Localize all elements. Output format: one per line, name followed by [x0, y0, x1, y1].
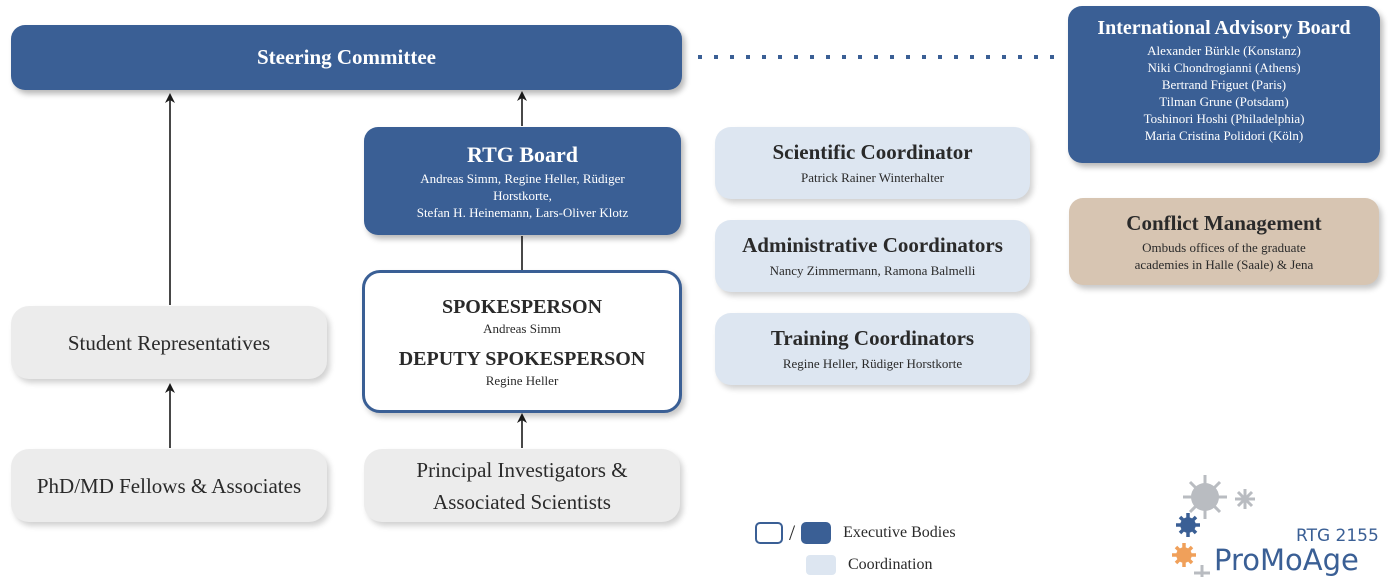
legend-slash: /: [789, 520, 796, 545]
legend-executive-label: Executive Bodies: [843, 524, 956, 541]
logo-small-grey-star-icon: [1235, 489, 1255, 509]
rtg-board-members-line2: Horstkorte,: [493, 187, 552, 203]
spokesperson-name: Andreas Simm: [483, 320, 561, 336]
student-representatives-box: Student Representatives: [11, 306, 327, 379]
advisory-member: Tilman Grune (Potsdam): [1159, 94, 1289, 109]
rtg-board-members-line1: Andreas Simm, Regine Heller, Rüdiger: [420, 170, 625, 186]
logo-grey-bottom-star-icon: [1194, 565, 1210, 577]
investigators-line1: Principal Investigators &: [416, 457, 628, 482]
administrative-coordinators-title: Administrative Coordinators: [742, 233, 1003, 257]
investigators-box: Principal Investigators & Associated Sci…: [364, 449, 680, 522]
advisory-member: Bertrand Friguet (Paris): [1161, 77, 1287, 92]
promoage-logo-graphic: [1172, 475, 1255, 577]
spokesperson-box: SPOKESPERSON Andreas Simm DEPUTY SPOKESP…: [362, 270, 682, 413]
legend-coordination-label: Coordination: [848, 556, 933, 573]
conflict-management-line1: Ombuds offices of the graduate: [1142, 239, 1306, 255]
steering-committee-box: Steering Committee: [11, 25, 682, 90]
deputy-spokesperson-title: DEPUTY SPOKESPERSON: [398, 347, 646, 370]
investigators-line2: Associated Scientists: [433, 489, 611, 514]
advisory-member: Toshinori Hoshi (Philadelphia): [1143, 111, 1305, 126]
advisory-board-box: International Advisory Board Alexander B…: [1068, 6, 1380, 163]
rtg-board-box: RTG Board Andreas Simm, Regine Heller, R…: [364, 127, 681, 235]
advisory-board-title: International Advisory Board: [1097, 17, 1351, 39]
administrative-coordinators-box: Administrative Coordinators Nancy Zimmer…: [715, 220, 1030, 292]
legend-swatch-dark: [801, 522, 832, 544]
deputy-spokesperson-name: Regine Heller: [485, 372, 559, 388]
logo-rtg-number: RTG 2155: [1296, 526, 1379, 546]
logo-promoage-name: ProMoAge: [1214, 543, 1359, 577]
logo-orange-star-icon: [1172, 543, 1196, 567]
training-coordinators-title: Training Coordinators: [770, 326, 975, 350]
logo-grey-star-icon: [1183, 475, 1227, 519]
advisory-member: Alexander Bürkle (Konstanz): [1147, 43, 1301, 58]
legend-swatch-outlined: [755, 522, 783, 544]
rtg-board-members-line3: Stefan H. Heinemann, Lars-Oliver Klotz: [416, 204, 629, 220]
administrative-coordinators-names: Nancy Zimmermann, Ramona Balmelli: [769, 263, 976, 278]
training-coordinators-names: Regine Heller, Rüdiger Horstkorte: [782, 356, 963, 371]
fellows-label: PhD/MD Fellows & Associates: [36, 473, 302, 498]
student-representatives-label: Student Representatives: [67, 330, 271, 355]
spokesperson-title: SPOKESPERSON: [441, 295, 603, 318]
steering-committee-title: Steering Committee: [256, 45, 436, 69]
fellows-box: PhD/MD Fellows & Associates: [11, 449, 327, 522]
legend-executive: / Executive Bodies: [755, 520, 956, 546]
scientific-coordinator-title: Scientific Coordinator: [772, 140, 973, 164]
advisory-member: Niki Chondrogianni (Athens): [1147, 60, 1301, 75]
scientific-coordinator-names: Patrick Rainer Winterhalter: [801, 170, 944, 185]
training-coordinators-box: Training Coordinators Regine Heller, Rüd…: [715, 313, 1030, 385]
rtg-board-title: RTG Board: [466, 141, 579, 167]
legend-swatch-light: [806, 555, 836, 575]
scientific-coordinator-box: Scientific Coordinator Patrick Rainer Wi…: [715, 127, 1030, 199]
conflict-management-line2: academies in Halle (Saale) & Jena: [1134, 256, 1314, 272]
conflict-management-title: Conflict Management: [1126, 210, 1322, 235]
logo-blue-star-icon: [1176, 513, 1200, 537]
legend-coordination: Coordination: [806, 554, 932, 576]
advisory-member: Maria Cristina Polidori (Köln): [1144, 128, 1304, 143]
conflict-management-box: Conflict Management Ombuds offices of th…: [1069, 198, 1379, 285]
